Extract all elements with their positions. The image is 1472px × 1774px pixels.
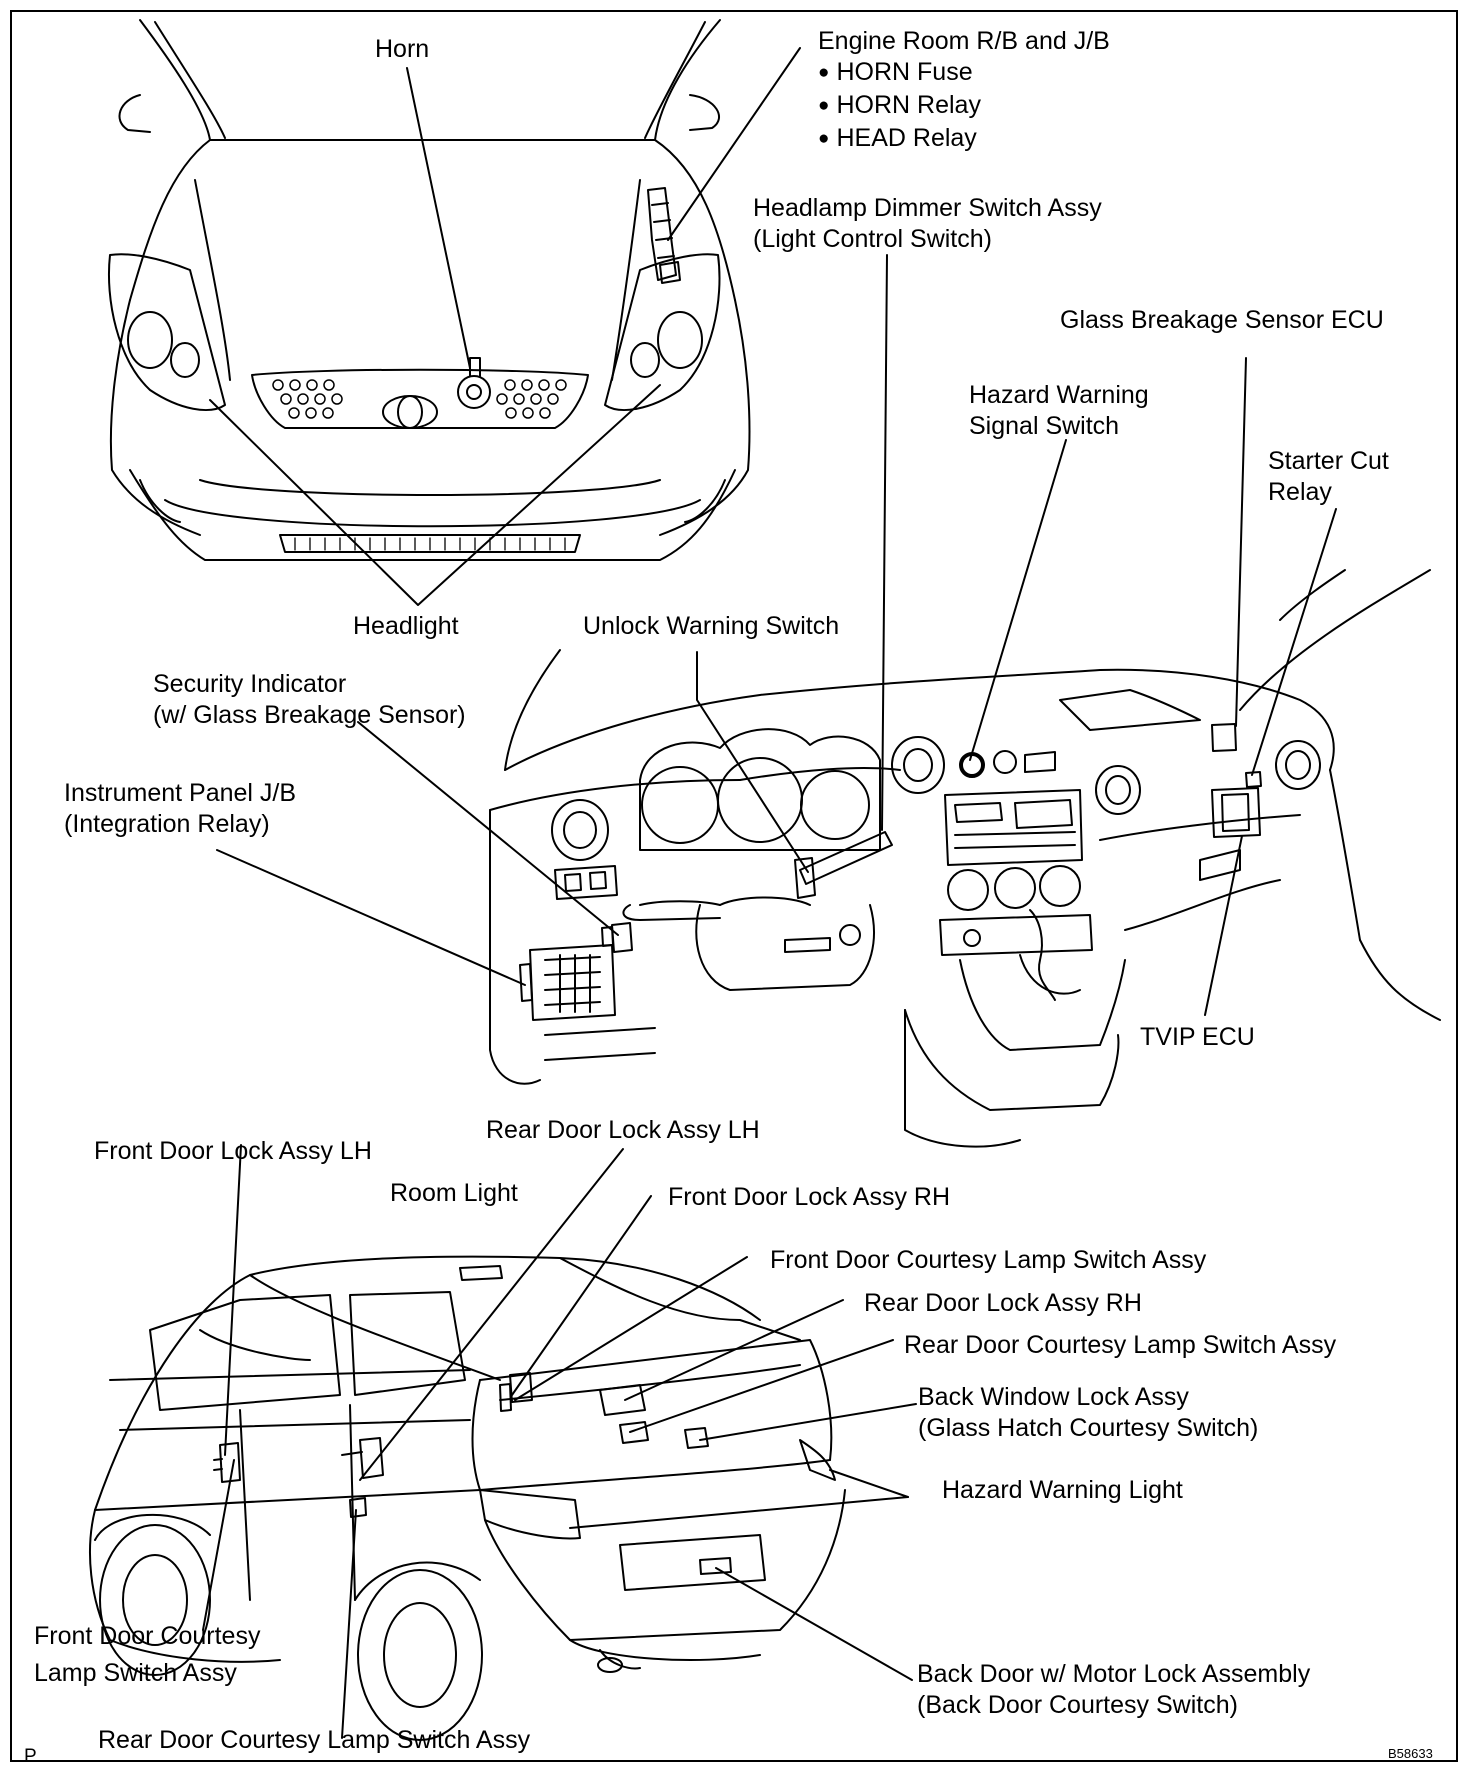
security-indicator-label: Security Indicator (w/ Glass Breakage Se… — [153, 670, 466, 729]
front-door-lock-lh-label: Front Door Lock Assy LH — [94, 1137, 372, 1165]
starter-cut-relay-label: Starter Cut Relay — [1268, 447, 1389, 506]
headlamp-dimmer-switch-label: Headlamp Dimmer Switch Assy (Light Contr… — [753, 194, 1102, 253]
hazard-warning-light-label: Hazard Warning Light — [942, 1476, 1183, 1504]
rear-door-lock-lh-label: Rear Door Lock Assy LH — [486, 1116, 760, 1144]
rear-vehicle-drawing — [89, 1255, 846, 1741]
horn-relay-item: HORN Relay — [818, 90, 1110, 123]
head-relay-item: HEAD Relay — [818, 123, 1110, 156]
hazard-warning-switch-label: Hazard Warning Signal Switch — [969, 381, 1149, 440]
instrument-panel-drawing — [489, 569, 1441, 1148]
tvip-ecu-label: TVIP ECU — [1140, 1023, 1255, 1051]
instrument-panel-jb-label: Instrument Panel J/B (Integration Relay) — [64, 779, 297, 838]
front-door-courtesy-lh-label: Front Door Courtesy Lamp Switch Assy — [34, 1622, 261, 1687]
horn-label: Horn — [375, 35, 430, 63]
rear-door-courtesy-switch-label: Rear Door Courtesy Lamp Switch Assy — [904, 1331, 1337, 1359]
front-door-lock-rh-label: Front Door Lock Assy RH — [668, 1183, 951, 1211]
diagram-frame — [10, 10, 1458, 1762]
engine-room-label: Engine Room R/B and J/B HORN Fuse HORN R… — [818, 26, 1110, 156]
figure-code: B58633 — [1388, 1746, 1433, 1761]
back-door-motor-lock-label: Back Door w/ Motor Lock Assembly (Back D… — [917, 1660, 1311, 1719]
front-vehicle-drawing — [107, 19, 751, 561]
glass-breakage-ecu-label: Glass Breakage Sensor ECU — [1060, 306, 1384, 334]
room-light-label: Room Light — [390, 1179, 518, 1207]
back-window-lock-label: Back Window Lock Assy (Glass Hatch Court… — [918, 1383, 1259, 1442]
leader-lines — [202, 47, 1337, 1739]
rear-door-lock-rh-label: Rear Door Lock Assy RH — [864, 1289, 1142, 1317]
horn-fuse-item: HORN Fuse — [818, 57, 1110, 90]
rear-door-courtesy-lh-label: Rear Door Courtesy Lamp Switch Assy — [98, 1726, 531, 1754]
front-door-courtesy-switch-label: Front Door Courtesy Lamp Switch Assy — [770, 1246, 1207, 1274]
corner-mark: P — [24, 1746, 37, 1767]
unlock-warning-switch-label: Unlock Warning Switch — [583, 612, 840, 640]
headlight-label: Headlight — [353, 612, 459, 640]
